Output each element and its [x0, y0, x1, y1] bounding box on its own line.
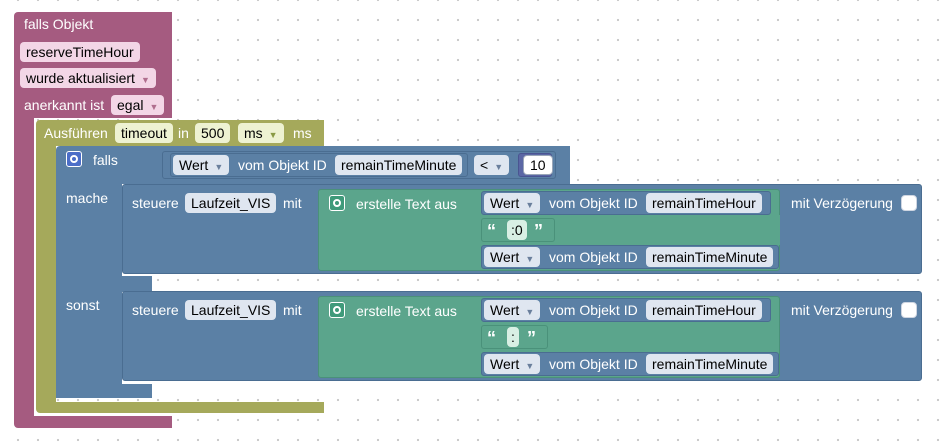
then-item3-object-id-field[interactable]: remainTimeMinute — [646, 247, 774, 267]
then-item1-value-option: Wert — [490, 195, 520, 211]
chevron-down-icon: ▼ — [525, 200, 535, 210]
timeout-in-label: in — [178, 125, 189, 141]
else-item3-object-id-field[interactable]: remainTimeMinute — [646, 354, 774, 374]
chevron-down-icon: ▼ — [140, 75, 150, 85]
then-item1-object-id-field[interactable]: remainTimeHour — [646, 193, 762, 213]
else-delay-checkbox[interactable] — [901, 302, 917, 318]
if-mutator-gear-icon[interactable] — [66, 151, 82, 167]
condition-from-object-label: vom Objekt ID — [238, 157, 327, 173]
else-item1-value-dropdown[interactable]: Wert ▼ — [484, 300, 541, 320]
then-with-label: mit — [283, 195, 302, 211]
chevron-down-icon: ▼ — [268, 130, 278, 140]
then-label: mache — [66, 190, 109, 206]
timeout-block-spine — [36, 146, 56, 402]
quote-close-icon: ” — [527, 328, 536, 348]
then-item3-from-object-label: vom Objekt ID — [549, 249, 638, 265]
else-item3-from-object-label: vom Objekt ID — [549, 356, 638, 372]
quote-open-icon: “ — [487, 221, 496, 241]
timeout-delay-field[interactable]: 500 — [195, 123, 231, 143]
condition-number-field[interactable]: 10 — [523, 155, 553, 175]
then-delay-checkbox[interactable] — [901, 195, 917, 211]
else-control-label: steuere — [132, 302, 179, 318]
quote-open-icon: “ — [487, 328, 496, 348]
then-text-mutator-gear-icon[interactable] — [329, 195, 345, 211]
else-text-mutator-gear-icon[interactable] — [329, 302, 345, 318]
timeout-unit-suffix: ms — [293, 125, 312, 141]
chevron-down-icon: ▼ — [525, 307, 535, 317]
then-delay-label: mit Verzögerung — [791, 195, 893, 211]
then-control-label: steuere — [132, 195, 179, 211]
else-label: sonst — [66, 297, 100, 313]
else-with-label: mit — [283, 302, 302, 318]
trigger-event-value: wurde aktualisiert — [26, 70, 135, 86]
timeout-label: Ausführen — [44, 125, 108, 141]
trigger-block-spine — [14, 118, 34, 418]
else-delay-label: mit Verzögerung — [791, 302, 893, 318]
else-item3-value-option: Wert — [490, 356, 520, 372]
then-item3-value-dropdown[interactable]: Wert ▼ — [484, 247, 541, 267]
then-item1-from-object-label: vom Objekt ID — [549, 195, 638, 211]
trigger-block-bottom — [14, 416, 172, 428]
timeout-unit-value: ms — [244, 125, 263, 141]
timeout-name-field[interactable]: timeout — [115, 123, 173, 143]
if-block-else-header — [56, 276, 152, 292]
chevron-down-icon: ▼ — [494, 162, 504, 172]
else-item2-text-field[interactable]: : — [507, 327, 519, 347]
timeout-unit-dropdown[interactable]: ms ▼ — [238, 123, 284, 143]
then-text-join-label: erstelle Text aus — [356, 196, 457, 212]
else-item1-value-option: Wert — [490, 302, 520, 318]
trigger-ack-dropdown[interactable]: egal ▼ — [111, 95, 165, 115]
timeout-block-bottom — [36, 402, 324, 413]
if-label: falls — [93, 152, 118, 168]
then-item3-value-option: Wert — [490, 249, 520, 265]
chevron-down-icon: ▼ — [525, 254, 535, 264]
then-item1-value-dropdown[interactable]: Wert ▼ — [484, 193, 541, 213]
chevron-down-icon: ▼ — [525, 361, 535, 371]
chevron-down-icon: ▼ — [149, 102, 159, 112]
else-target-field[interactable]: Laufzeit_VIS — [185, 300, 277, 320]
then-item2-text-field[interactable]: :0 — [507, 220, 527, 240]
else-item1-object-id-field[interactable]: remainTimeHour — [646, 300, 762, 320]
else-item3-value-dropdown[interactable]: Wert ▼ — [484, 354, 541, 374]
trigger-ack-value: egal — [117, 97, 144, 113]
quote-close-icon: ” — [534, 221, 543, 241]
condition-operator-value: < — [480, 157, 489, 173]
trigger-object-id-field[interactable]: reserveTimeHour — [20, 42, 140, 62]
then-target-field[interactable]: Laufzeit_VIS — [185, 193, 277, 213]
else-text-join-label: erstelle Text aus — [356, 303, 457, 319]
trigger-event-dropdown[interactable]: wurde aktualisiert ▼ — [20, 68, 156, 88]
condition-value-dropdown[interactable]: Wert ▼ — [173, 155, 230, 175]
condition-object-id-field[interactable]: remainTimeMinute — [335, 155, 463, 175]
condition-value-option: Wert — [179, 157, 209, 173]
else-item1-from-object-label: vom Objekt ID — [549, 302, 638, 318]
condition-operator-dropdown[interactable]: <▼ — [474, 155, 510, 175]
if-block-bottom — [56, 384, 152, 398]
chevron-down-icon: ▼ — [214, 162, 224, 172]
trigger-title: falls Objekt — [24, 16, 94, 32]
trigger-ack-label: anerkannt ist — [24, 97, 105, 113]
